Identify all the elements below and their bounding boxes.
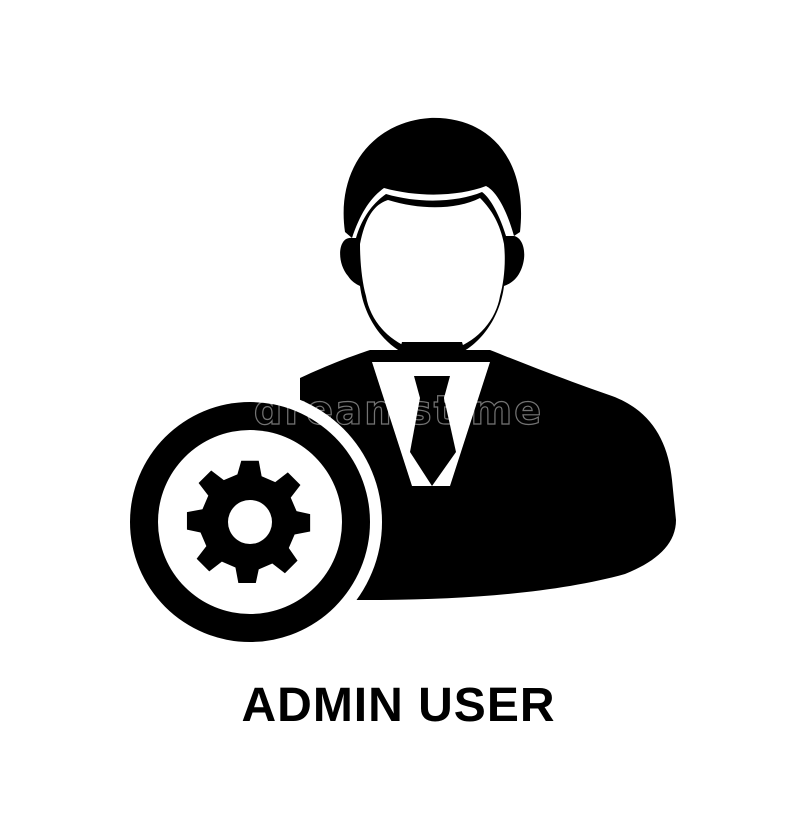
gear-badge	[118, 390, 382, 654]
caption-title: ADMIN USER	[241, 679, 556, 732]
neck	[396, 342, 468, 362]
tie-blade	[410, 398, 456, 486]
face	[360, 198, 505, 351]
gear-icon	[186, 460, 311, 583]
hair	[343, 117, 522, 238]
business-person-icon	[300, 117, 676, 600]
tie-knot	[414, 376, 450, 398]
gear-hole	[228, 500, 272, 544]
